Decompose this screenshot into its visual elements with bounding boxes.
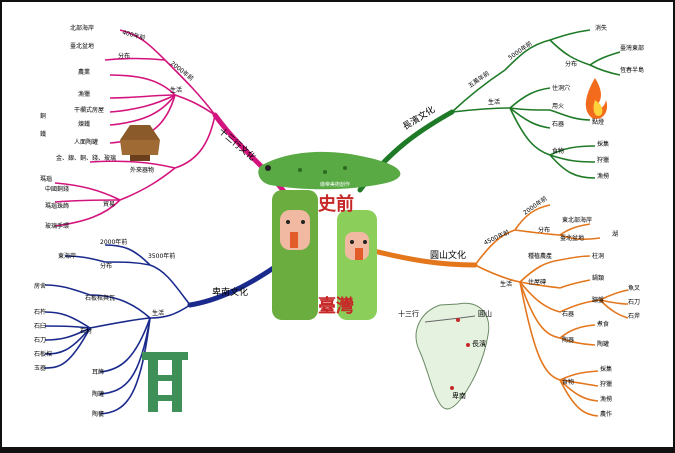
yuanshan-subtree bbox=[474, 204, 629, 417]
center-credit: 綠帝美術創作 bbox=[320, 181, 350, 188]
changbin-age-sub: 5000年前 bbox=[507, 39, 534, 61]
beinan-life-item-10: 陶甕 bbox=[92, 410, 104, 418]
changbin-subtree bbox=[451, 29, 621, 179]
yuanshan-life-group-2-item-1: 魚叉 bbox=[628, 284, 640, 292]
yuanshan-life-group-4: 食物 bbox=[562, 378, 574, 386]
beinan-dist: 分布 bbox=[100, 262, 112, 270]
shisanhang-trade-item-0: 金、銀、銅、錢、玻璃 bbox=[56, 154, 116, 162]
center-title-bottom: 臺灣 bbox=[318, 295, 354, 317]
beinan-life-item-1: 石板棺與瓦 bbox=[85, 294, 115, 302]
yuanshan-life-group-0: 種植農產 bbox=[528, 252, 552, 260]
changbin-life: 生活 bbox=[488, 98, 500, 106]
beinan-life-item-9: 陶罐 bbox=[92, 390, 104, 398]
yuanshan-label: 圓山文化 bbox=[430, 249, 466, 261]
yuanshan-life-group-0-item-0: 柱洞 bbox=[592, 252, 604, 260]
yuanshan-life: 生活 bbox=[500, 280, 512, 288]
yuanshan-life-group-4-item-2: 漁撈 bbox=[600, 395, 612, 403]
shisanhang-side-item-0: 銅 bbox=[40, 112, 46, 120]
yuanshan-age: 4500年前 bbox=[482, 228, 510, 247]
changbin-life-group-1-item-0: 點燈 bbox=[592, 118, 604, 126]
shisanhang-label: 十三行文化 bbox=[216, 125, 258, 163]
changbin-dist-item-0: 臺灣東部 bbox=[620, 44, 644, 52]
beinan-life-item-8: 耳飾 bbox=[92, 368, 104, 376]
map-label-shisanhang: 十三行 bbox=[398, 309, 419, 318]
changbin-life-group-3-item-2: 漁撈 bbox=[597, 172, 609, 180]
shisanhang-trade-sub-item-3: 玻璃手環 bbox=[45, 222, 69, 230]
lizard-illustration bbox=[258, 151, 401, 190]
map-label-beinan: 卑南 bbox=[452, 391, 466, 400]
changbin-life-group-0: 住洞穴 bbox=[552, 84, 570, 92]
beinan-life-item-2: 石材 bbox=[80, 327, 92, 335]
yuanshan-life-group-3-item-1: 陶罐 bbox=[597, 340, 609, 348]
shisanhang-life-item-4: 人面陶罐 bbox=[74, 138, 98, 146]
changbin-life-group-3-item-1: 狩獵 bbox=[597, 156, 609, 164]
beinan-dist-item-0: 東海岸 bbox=[58, 252, 76, 260]
yuanshan-dist-item-1: 臺北盆地 bbox=[560, 234, 584, 242]
iron-pot-illustration bbox=[120, 125, 160, 161]
changbin-label: 長濱文化 bbox=[400, 103, 437, 132]
center-title-top: 史前 bbox=[318, 193, 354, 215]
taiwan-map bbox=[415, 302, 490, 410]
beinan-label: 卑南文化 bbox=[212, 286, 248, 298]
changbin-age: 五萬年前 bbox=[467, 69, 491, 89]
shisanhang-side-item-1: 鐵 bbox=[40, 130, 46, 138]
shisanhang-trade: 外來器物 bbox=[130, 166, 154, 174]
yuanshan-age-sub: 2000年前 bbox=[522, 194, 549, 216]
shisanhang-age: 2000年前 bbox=[169, 59, 195, 82]
beinan-life-item-5: 石刀 bbox=[34, 337, 46, 344]
shisanhang-trade-sub: 貿易 bbox=[103, 200, 115, 208]
beinan-life-item-0: 房舍 bbox=[34, 282, 46, 290]
shisanhang-dist-item-1: 臺北盆地 bbox=[70, 42, 94, 50]
shisanhang-trade-sub-item-0: 瑪瑙 bbox=[40, 175, 52, 183]
fire-illustration bbox=[585, 78, 608, 119]
yuanshan-life-group-4-item-1: 狩獵 bbox=[600, 380, 612, 388]
yuanshan-life-group-4-item-0: 採集 bbox=[600, 365, 612, 373]
changbin-life-group-3-item-0: 採集 bbox=[597, 140, 609, 148]
beinan-life-item-7: 玉器 bbox=[34, 365, 46, 372]
beinan-age-sub: 2000年前 bbox=[100, 238, 127, 246]
yuanshan-life-group-1: 住屋磚 bbox=[528, 278, 546, 286]
jade-figure-illustration bbox=[142, 352, 188, 412]
yuanshan-life-group-3: 陶器 bbox=[562, 336, 574, 344]
yuanshan-life-group-2-item-0: 蹦盤 bbox=[592, 296, 604, 304]
shisanhang-dist-item-0: 北部海岸 bbox=[70, 24, 94, 32]
shisanhang-life-item-3: 煉鐵 bbox=[78, 120, 90, 128]
yuanshan-life-group-2: 石器 bbox=[562, 311, 574, 318]
shisanhang-age-child-1: 分布 bbox=[118, 52, 130, 60]
shisanhang-trade-sub-item-2: 瑪瑙珠飾 bbox=[45, 202, 69, 210]
map-label-changbin: 長濱 bbox=[472, 339, 486, 348]
changbin-dist-item-1: 恆春半島 bbox=[620, 66, 644, 74]
yuanshan-dist: 分布 bbox=[538, 226, 550, 234]
yuanshan-life-group-2-item-3: 石斧 bbox=[628, 312, 640, 320]
map-label-yuanshan: 圓山 bbox=[478, 309, 492, 318]
changbin-age-item-1: 分布 bbox=[565, 60, 577, 68]
shisanhang-life-item-0: 農業 bbox=[78, 68, 90, 76]
beinan-life: 生活 bbox=[152, 309, 164, 317]
changbin-life-group-2: 石器 bbox=[552, 121, 564, 128]
yuanshan-life-group-4-item-3: 農作 bbox=[600, 410, 612, 418]
changbin-age-item-0: 消失 bbox=[595, 24, 607, 32]
beinan-life-item-4: 石臼 bbox=[34, 322, 46, 330]
yuanshan-life-group-2-item-2: 石刀 bbox=[628, 299, 640, 306]
changbin-life-group-3: 食物 bbox=[552, 147, 564, 155]
changbin-life-group-1: 用火 bbox=[552, 103, 564, 110]
beinan-subtree bbox=[44, 244, 191, 415]
beinan-life-item-3: 石杵 bbox=[34, 308, 46, 316]
center-figures bbox=[272, 190, 377, 320]
yuanshan-main-branch bbox=[367, 247, 478, 268]
yuanshan-dist-item-2: 湖 bbox=[612, 230, 618, 238]
shisanhang-age-child-0: 400年前 bbox=[121, 28, 146, 42]
yuanshan-life-group-3-item-0: 煮食 bbox=[597, 320, 609, 328]
shisanhang-life-item-2: 干欄式房屋 bbox=[74, 106, 104, 114]
beinan-age: 3500年前 bbox=[148, 252, 175, 260]
shisanhang-life-item-1: 漁獵 bbox=[78, 90, 90, 98]
yuanshan-life-group-1-item-0: 鍋類 bbox=[592, 274, 604, 282]
yuanshan-dist-item-0: 東北部海岸 bbox=[562, 216, 592, 224]
shisanhang-trade-sub-item-1: 中國銅錢 bbox=[45, 185, 69, 193]
beinan-life-item-6: 石板棺 bbox=[34, 350, 52, 358]
shisanhang-life: 生活 bbox=[170, 86, 182, 94]
beinan-main-branch bbox=[187, 257, 288, 308]
